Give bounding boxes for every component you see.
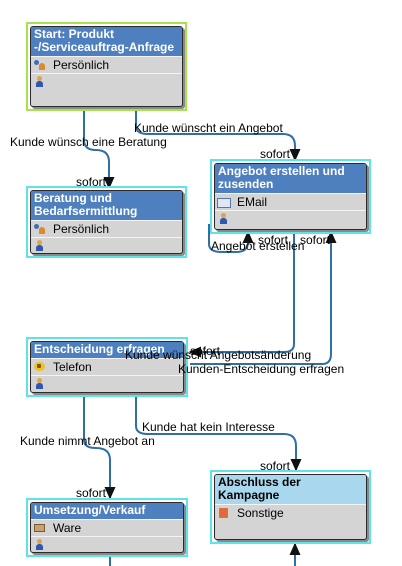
timing-label: sofort (258, 233, 289, 247)
channel-label: Ware (53, 521, 82, 535)
user-icon (33, 239, 47, 253)
node-umsetzung[interactable]: Umsetzung/Verkauf Ware (26, 498, 188, 557)
user-icon (33, 75, 47, 89)
edge-start-angebot (135, 110, 301, 162)
edge-angebot-entscheidung (188, 233, 295, 358)
timing-label: sofort (260, 147, 291, 161)
phone-icon (33, 360, 47, 374)
channel-label: Persönlich (53, 222, 110, 236)
edge-label: Kunde wünsch eine Beratung (10, 135, 167, 149)
edge-entscheidung-abschluss (135, 396, 302, 472)
persons-icon (33, 222, 47, 236)
node-beratung[interactable]: Beratung und Bedarfsermittlung Persönlic… (26, 186, 187, 258)
channel-label: Telefon (53, 360, 92, 374)
misc-icon (217, 506, 231, 520)
channel-label: Persönlich (53, 58, 110, 72)
node-title: Abschluss der Kampagne (215, 475, 366, 505)
persons-icon (33, 58, 47, 72)
timing-label: sofort (76, 486, 107, 500)
node-title: Beratung und Bedarfsermittlung (31, 191, 182, 221)
node-title: Entscheidung erfragen (31, 342, 183, 359)
box-icon (33, 521, 47, 535)
edge-label: Kunde nimmt Angebot an (20, 434, 155, 448)
timing-label: sofort (300, 233, 331, 247)
edge-start-beratung (83, 110, 115, 190)
edge-label: Kunde wünscht Angebotsänderung (125, 348, 312, 362)
email-icon (217, 198, 231, 208)
node-title: Start: Produkt -/Serviceauftrag-Anfrage (31, 27, 182, 57)
user-icon (217, 212, 231, 226)
node-angebot[interactable]: Angebot erstellen und zusenden EMail (210, 159, 371, 234)
node-start[interactable]: Start: Produkt -/Serviceauftrag-Anfrage … (26, 22, 187, 111)
timing-label: sofort (76, 175, 107, 189)
user-icon (33, 538, 47, 552)
timing-label: sofort (190, 344, 221, 358)
node-entscheidung[interactable]: Entscheidung erfragen Telefon (26, 337, 188, 397)
edge-entscheidung-angebot (190, 230, 337, 365)
edge-label: Angebot erstellen (211, 239, 305, 253)
node-title: Angebot erstellen und zusenden (215, 164, 366, 194)
channel-label: EMail (237, 195, 268, 209)
timing-label: sofort (260, 459, 291, 473)
channel-label: Sonstige (237, 506, 284, 520)
node-abschluss[interactable]: Abschluss der Kampagne Sonstige (210, 470, 371, 544)
edge-entscheidung-umsetzung (83, 396, 116, 500)
edge-beratung-angebot (208, 224, 254, 253)
edge-label: Kunde hat kein Interesse (142, 420, 275, 434)
user-icon (33, 377, 47, 391)
edge-label: Kunde wünscht ein Angebot (134, 121, 283, 135)
edge-label: Kunden-Entscheidung erfragen (178, 362, 345, 376)
node-title: Umsetzung/Verkauf (31, 503, 183, 520)
